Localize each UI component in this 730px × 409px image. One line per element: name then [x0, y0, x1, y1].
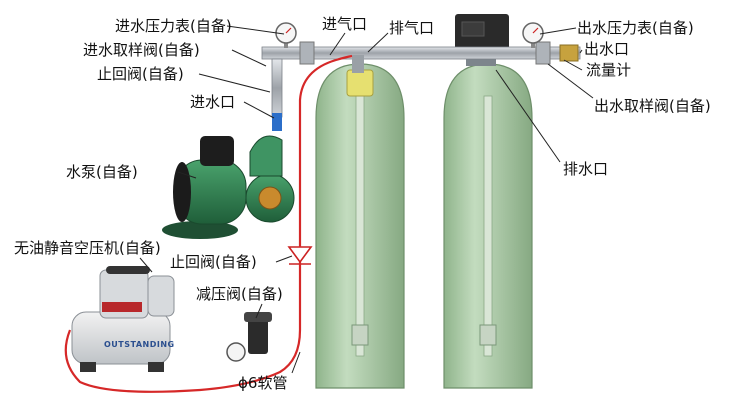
- inlet-sampling-valve-label: 进水取样阀(自备): [83, 41, 200, 59]
- check-valve-top-label: 止回阀(自备): [97, 65, 184, 83]
- inlet-pressure-gauge-icon: [275, 22, 297, 48]
- pressure-reducing-valve-icon: [226, 312, 272, 362]
- air-hose: [64, 54, 353, 393]
- pipework: [261, 41, 581, 131]
- water-pump-label: 水泵(自备): [66, 163, 138, 181]
- air-compressor-icon: [71, 266, 175, 372]
- inlet-pressure-gauge-label: 进水压力表(自备): [115, 17, 232, 35]
- drain-outlet-label: 排水口: [563, 160, 609, 178]
- left-resin-tank: [315, 63, 405, 389]
- check-valve-symbol: [287, 246, 313, 265]
- water-outlet-label: 出水口: [584, 40, 630, 58]
- callout-lines: [139, 25, 594, 374]
- hose-label: ϕ6软管: [238, 374, 288, 392]
- right-resin-tank: [443, 63, 533, 389]
- compressor-brand-label: OUTSTANDING: [104, 340, 175, 349]
- outlet-sampling-valve-label: 出水取样阀(自备): [594, 97, 711, 115]
- check-valve-bottom-label: 止回阀(自备): [170, 253, 257, 271]
- air-outlet-label: 排气口: [389, 19, 435, 37]
- air-inlet-label: 进气口: [322, 15, 368, 33]
- flow-meter-label: 流量计: [586, 61, 632, 79]
- water-pump-icon: [162, 135, 295, 239]
- water-inlet-label: 进水口: [190, 93, 236, 111]
- outlet-pressure-gauge-label: 出水压力表(自备): [577, 19, 694, 37]
- pressure-reducing-valve-label: 减压阀(自备): [196, 285, 283, 303]
- air-compressor-label: 无油静音空压机(自备): [14, 239, 161, 257]
